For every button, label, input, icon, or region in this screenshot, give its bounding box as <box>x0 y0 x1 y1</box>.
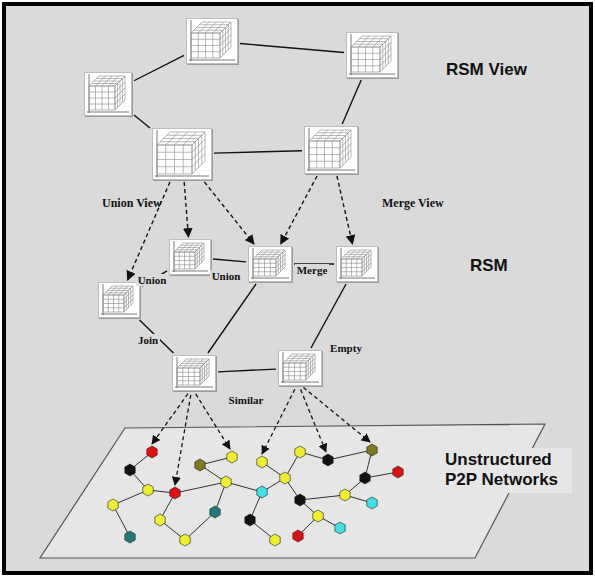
mapping-arrow <box>298 383 326 452</box>
rsm-cube <box>278 350 322 386</box>
edge-label: Similar <box>227 394 266 406</box>
peer-node <box>180 534 190 546</box>
peer-node <box>125 464 135 476</box>
peer-node <box>125 531 135 543</box>
cube-icon <box>305 127 357 173</box>
cube-icon <box>170 240 210 274</box>
peer-node <box>323 454 333 466</box>
peer-node <box>210 506 220 518</box>
connector <box>134 55 184 80</box>
p2p-link <box>328 450 372 460</box>
cube-icon <box>337 247 377 281</box>
connector <box>213 259 246 262</box>
peer-node <box>270 534 280 546</box>
connector <box>134 115 150 128</box>
peer-node <box>313 510 323 522</box>
mapping-arrow <box>175 388 192 485</box>
mapping-arrows <box>152 383 370 485</box>
peer-node <box>295 446 305 458</box>
peer-node <box>108 499 118 511</box>
p2p-graph <box>108 444 403 546</box>
layer-label: Union View <box>102 196 162 211</box>
view-arrow <box>204 182 254 244</box>
peer-node <box>221 476 231 488</box>
cube-icon <box>347 33 397 77</box>
view-arrow <box>184 182 188 237</box>
rsm-cube <box>172 355 216 391</box>
rsm-cube <box>248 246 292 282</box>
rsm-cube <box>98 282 140 318</box>
rsm-cube <box>169 239 211 275</box>
connector <box>240 43 344 52</box>
peer-node <box>295 494 305 506</box>
connector <box>208 284 256 353</box>
peer-node <box>280 472 290 484</box>
peer-node <box>360 472 370 484</box>
mapping-arrow <box>298 383 370 442</box>
cube-icon <box>249 247 291 281</box>
rsm-cube <box>186 18 238 64</box>
rsm-cube <box>152 128 212 180</box>
view-arrow <box>337 176 353 244</box>
mapping-arrow <box>192 388 230 449</box>
peer-node <box>293 530 303 542</box>
edge-label: Empty <box>328 342 364 354</box>
connector <box>218 369 276 372</box>
connector <box>311 284 346 348</box>
edge-label: Union <box>136 274 169 286</box>
rsm-cube <box>346 32 398 78</box>
peer-node <box>155 514 165 526</box>
peer-node <box>143 484 153 496</box>
rsm-cube <box>336 246 378 282</box>
rsm-cube <box>304 126 358 174</box>
peer-node <box>227 451 237 463</box>
peer-node <box>335 522 345 534</box>
rsm-cube <box>84 72 132 116</box>
cube-icon <box>187 19 237 63</box>
peer-node <box>257 486 267 498</box>
peer-node <box>340 489 350 501</box>
layer-label: RSM <box>470 256 508 276</box>
p2p-link <box>185 512 215 540</box>
peer-node <box>367 497 377 509</box>
layer-label: RSM View <box>446 60 527 80</box>
peer-node <box>170 487 180 499</box>
p2p-link <box>175 482 226 493</box>
mapping-arrow <box>262 383 298 454</box>
peer-node <box>393 466 403 478</box>
peer-node <box>367 444 377 456</box>
peer-node <box>245 514 255 526</box>
connector <box>342 80 361 124</box>
peer-node <box>147 446 157 458</box>
edge-label: Join <box>136 334 160 346</box>
layer-label: Unstructured P2P Networks <box>442 448 572 493</box>
peer-node <box>195 459 205 471</box>
connector <box>214 151 302 153</box>
p2p-link <box>300 495 345 500</box>
layer-label: Merge View <box>382 196 444 211</box>
peer-node <box>257 456 267 468</box>
cube-icon <box>279 351 321 385</box>
cube-icon <box>85 73 131 115</box>
cube-icon <box>173 356 215 390</box>
view-arrow <box>281 176 317 244</box>
cube-icon <box>153 129 211 179</box>
edge-label: Union <box>210 270 243 282</box>
edge-label: Merge <box>295 264 330 276</box>
cube-icon <box>99 283 139 317</box>
mapping-arrow <box>152 388 192 444</box>
